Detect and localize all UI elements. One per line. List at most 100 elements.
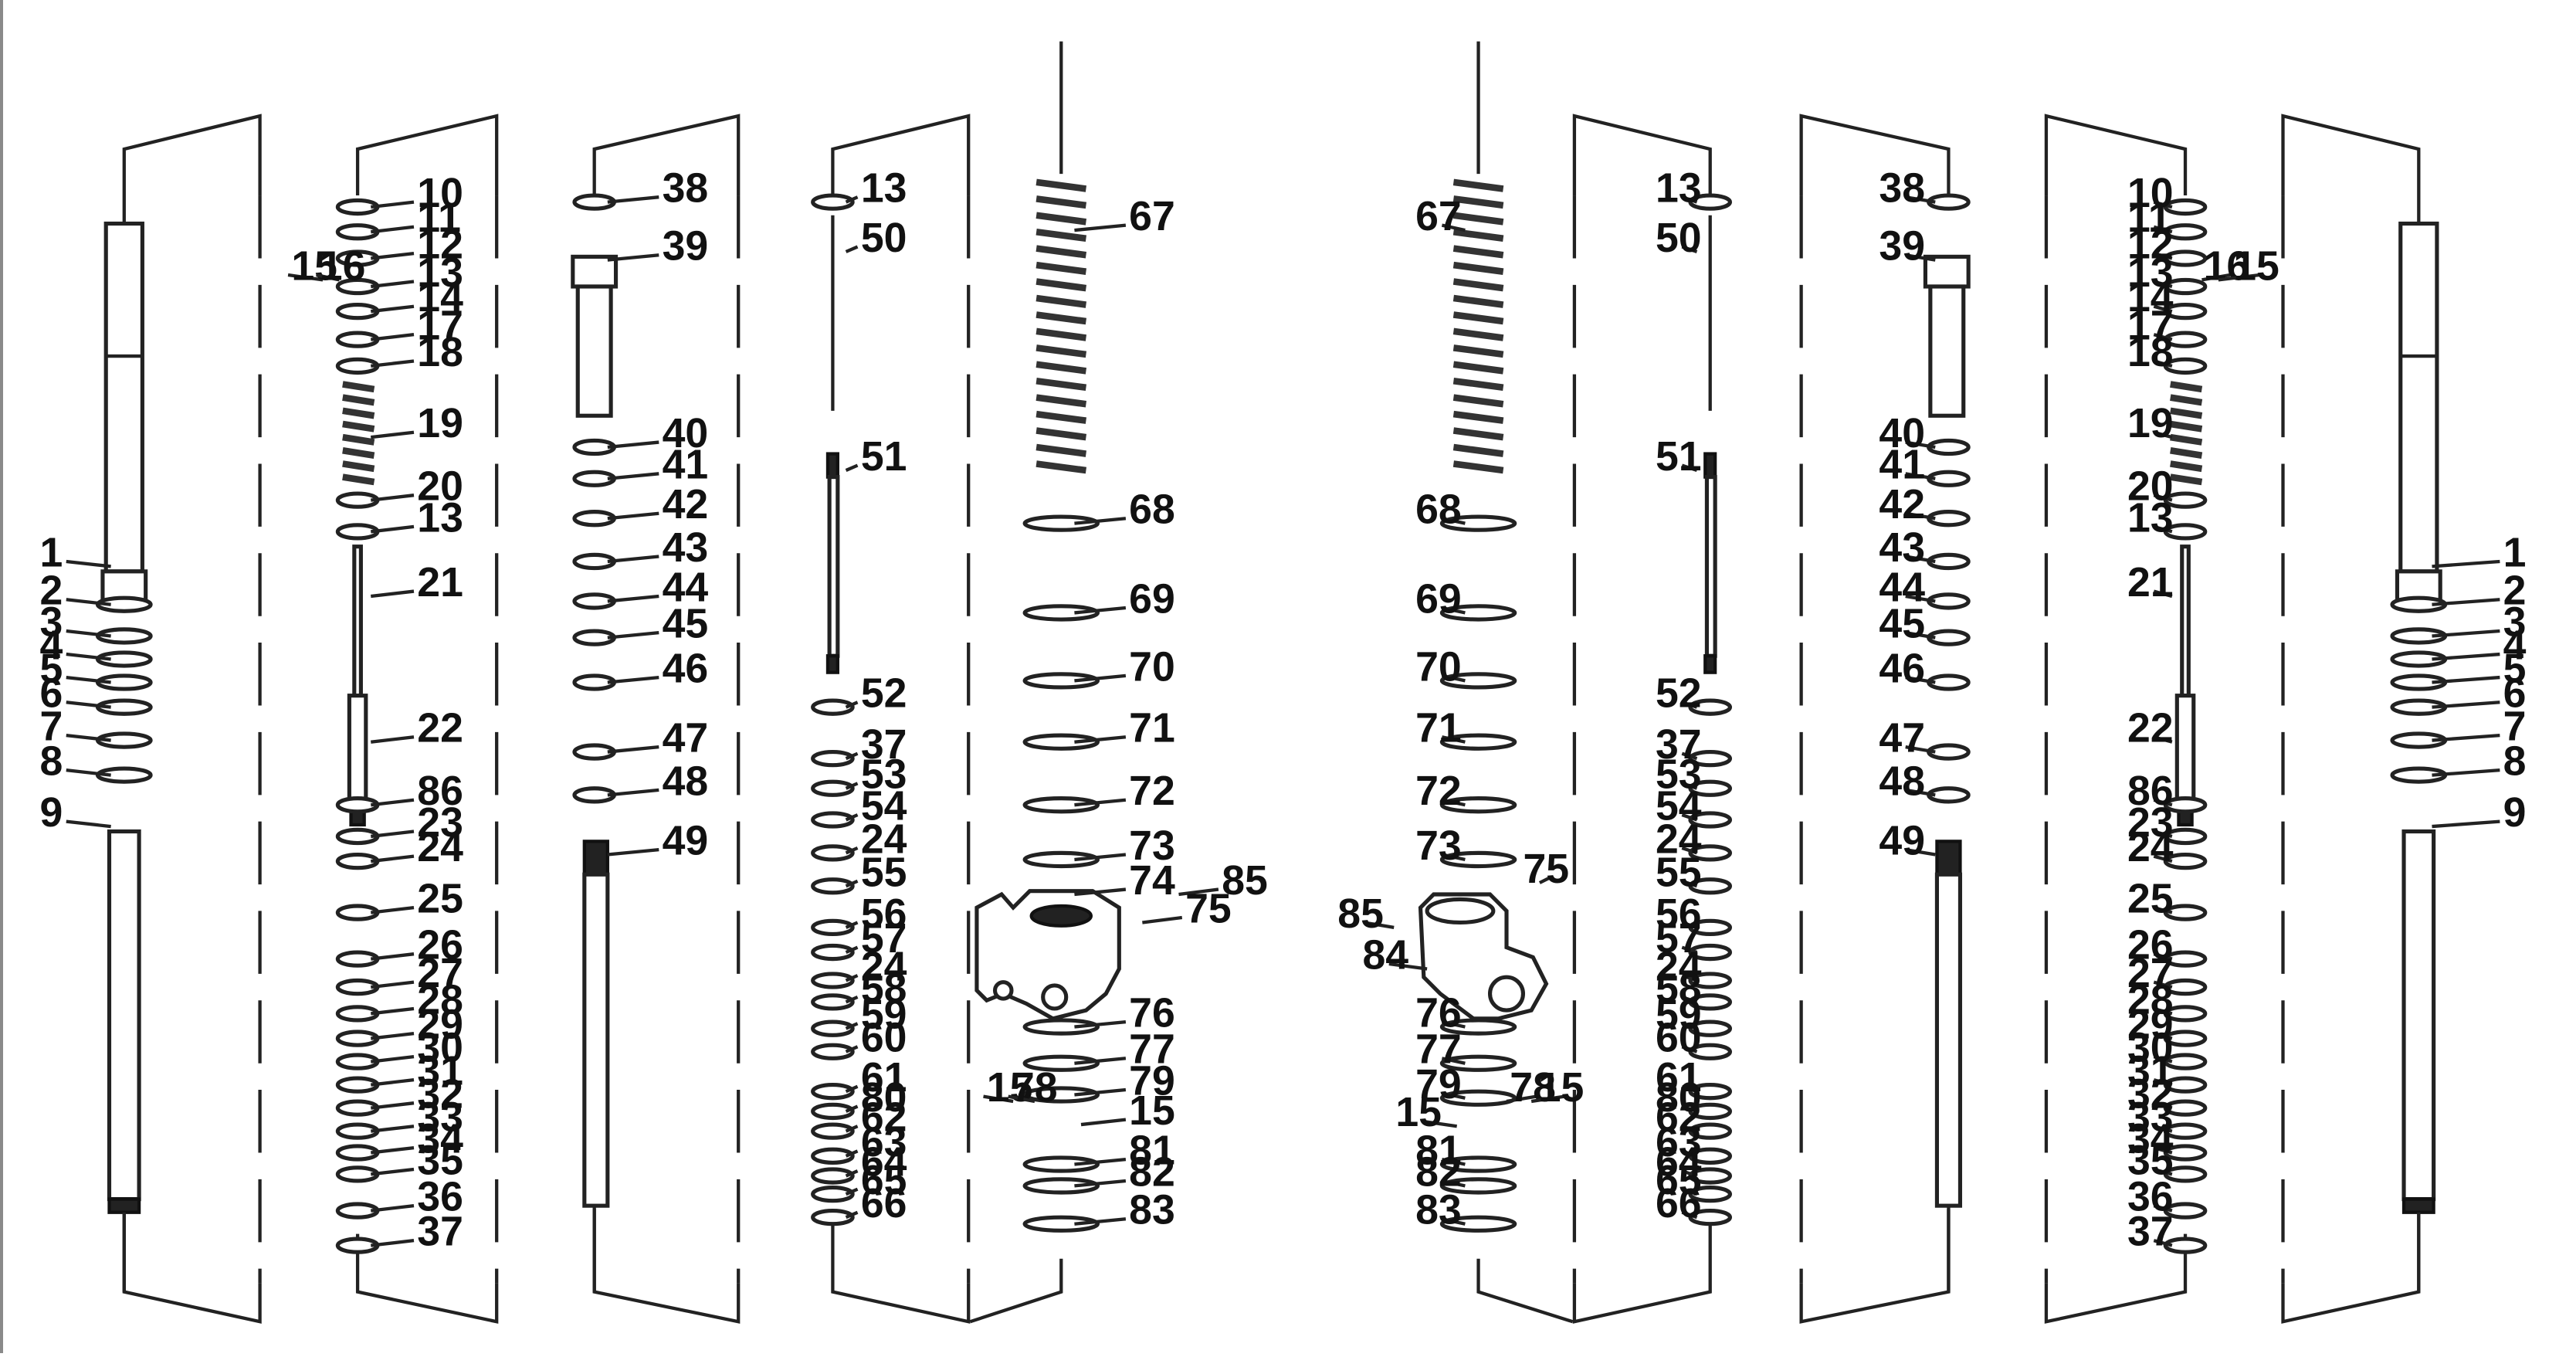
- callout-1: 1: [39, 529, 63, 575]
- part-54-glyph: [1688, 811, 1733, 829]
- callout-34: 34: [417, 1116, 463, 1162]
- leader-14: [2153, 304, 2173, 314]
- part-69-glyph: [1439, 604, 1517, 622]
- leader-44: [607, 594, 659, 603]
- part-73-glyph: [1439, 850, 1517, 869]
- part-18-glyph: [2163, 357, 2208, 375]
- leader-15: [1422, 1119, 1457, 1128]
- part-27-glyph: [2163, 978, 2208, 996]
- leader-15: [2218, 273, 2260, 282]
- callout-80: 80: [861, 1074, 907, 1121]
- leader-15: [1080, 1118, 1127, 1127]
- part-57-glyph: [811, 943, 855, 962]
- leader-59: [845, 1022, 859, 1030]
- part-66-glyph: [811, 1209, 855, 1226]
- callout-79: 79: [1415, 1061, 1462, 1108]
- callout-41: 41: [663, 442, 709, 488]
- leader-16: [316, 273, 340, 282]
- callout-12: 12: [2127, 222, 2174, 268]
- leader-22: [371, 735, 415, 744]
- callout-24: 24: [2127, 824, 2174, 870]
- part-56-glyph: [811, 918, 855, 937]
- leader-45: [1905, 631, 1936, 639]
- leader-18: [2153, 359, 2173, 368]
- leader-19: [371, 430, 415, 439]
- leader-15: [287, 273, 324, 282]
- leader-86: [2153, 798, 2173, 807]
- part-76-glyph: [1022, 1018, 1100, 1036]
- leader-63: [1681, 1149, 1698, 1158]
- callout-53: 53: [1656, 751, 1702, 798]
- leader-50: [1681, 245, 1698, 253]
- callout-82: 82: [1129, 1148, 1175, 1195]
- callout-59: 59: [861, 992, 907, 1038]
- part-24-glyph: [1688, 972, 1733, 989]
- callout-22: 22: [417, 705, 463, 751]
- leader-50: [845, 245, 859, 253]
- leader-34: [371, 1145, 415, 1155]
- callout-13: 13: [861, 165, 907, 212]
- leader-78: [1008, 1094, 1035, 1104]
- part-10-glyph: [2163, 198, 2208, 216]
- part-57-glyph: [1688, 943, 1733, 962]
- leader-83: [1074, 1217, 1127, 1226]
- callout-75: 75: [1523, 846, 1569, 892]
- leader-5: [2432, 675, 2500, 684]
- leader-13: [371, 524, 415, 534]
- callout-49: 49: [663, 818, 709, 864]
- callout-76: 76: [1415, 990, 1462, 1036]
- callout-37: 37: [417, 1209, 463, 1255]
- leader-66: [845, 1210, 859, 1220]
- leader-77: [1441, 1057, 1466, 1065]
- leader-84: [1388, 962, 1428, 971]
- part-56-glyph: [1688, 918, 1733, 937]
- callout-69: 69: [1129, 575, 1175, 622]
- callout-24: 24: [1656, 816, 1702, 862]
- callout-67: 67: [1129, 193, 1175, 239]
- part-24-glyph: [811, 972, 855, 989]
- part-63-glyph: [811, 1147, 855, 1165]
- leader-14: [371, 304, 415, 314]
- part-77-glyph: [1022, 1054, 1100, 1072]
- leader-47: [1905, 745, 1936, 754]
- leader-43: [607, 555, 659, 564]
- leader-69: [1441, 606, 1466, 615]
- part-59-glyph: [1688, 1019, 1733, 1037]
- callout-85: 85: [1222, 857, 1268, 904]
- left-border: [0, 0, 3, 1353]
- callout-46: 46: [663, 646, 709, 692]
- part-60-glyph: [811, 1043, 855, 1060]
- callout-76: 76: [1129, 990, 1175, 1036]
- leader-23: [371, 829, 415, 839]
- leader-58: [1681, 995, 1698, 1004]
- leader-28: [371, 1006, 415, 1016]
- callout-73: 73: [1415, 823, 1462, 869]
- part-55-glyph: [1688, 877, 1733, 895]
- part-81-glyph: [1022, 1155, 1100, 1173]
- callout-83: 83: [1415, 1187, 1462, 1233]
- leader-48: [1905, 788, 1936, 797]
- leader-62: [845, 1125, 859, 1133]
- part-64-glyph: [1688, 1167, 1733, 1185]
- leader-12: [371, 251, 415, 260]
- part-36-glyph: [2163, 1202, 2208, 1220]
- callout-6: 6: [2503, 670, 2527, 717]
- callout-37: 37: [1656, 721, 1702, 768]
- callout-26: 26: [417, 922, 463, 969]
- leader-63: [845, 1149, 859, 1158]
- callout-32: 32: [417, 1071, 463, 1118]
- part-14-glyph: [2163, 303, 2208, 321]
- callout-17: 17: [417, 303, 463, 349]
- callout-26: 26: [2127, 922, 2174, 969]
- callout-14: 14: [2127, 274, 2174, 321]
- leader-4: [2432, 652, 2500, 661]
- leader-22: [2153, 735, 2173, 744]
- part-65-glyph: [1688, 1185, 1733, 1203]
- callout-16: 16: [2204, 243, 2250, 289]
- leader-11: [371, 225, 415, 234]
- callout-61: 61: [861, 1054, 907, 1101]
- leader-21: [2153, 589, 2173, 599]
- callout-18: 18: [417, 329, 463, 375]
- leader-24: [845, 974, 859, 982]
- callout-31: 31: [2127, 1048, 2174, 1094]
